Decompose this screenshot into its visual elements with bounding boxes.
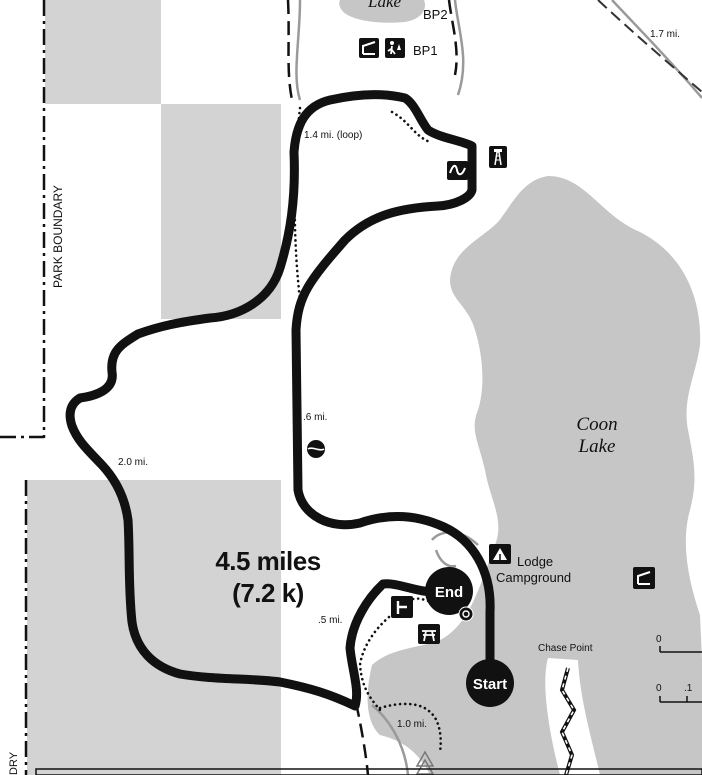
coon-lake: [367, 176, 702, 775]
road-dashed-top-right: [597, 0, 702, 93]
map-frame-bottom: [35, 768, 702, 775]
hiker-icon: [385, 38, 405, 58]
scale-zero-bottom: 0: [656, 683, 662, 694]
parcel-top-left: [45, 0, 161, 104]
coon-lake-line2: Lake: [578, 436, 616, 457]
start-label: Start: [473, 676, 507, 693]
segment-south: .5 mi.: [318, 615, 342, 626]
segment-bottom: 1.0 mi.: [397, 719, 427, 730]
top-lake: [339, 0, 426, 23]
bp1-label: BP1: [413, 43, 438, 58]
boundary-bottom-label: DRY: [8, 751, 20, 775]
lookout-tower-icon: [489, 146, 507, 168]
start-pin[interactable]: [466, 659, 514, 707]
lodge-label: Lodge: [517, 554, 553, 569]
scale-bar: [659, 646, 702, 703]
parcel-bottom-left: [27, 480, 281, 775]
lake-edge-right: [655, 708, 702, 747]
scale-tick: .1: [684, 683, 693, 694]
chase-point-trail-inner: [561, 667, 575, 775]
end-label: End: [435, 584, 463, 601]
segment-west: 2.0 mi.: [118, 457, 148, 468]
campground-icon: [489, 544, 511, 564]
parcel-middle: [161, 104, 281, 319]
segment-loop: 1.4 mi. (loop): [304, 130, 362, 141]
tree-icon: [415, 750, 435, 775]
picnic-icon: [418, 624, 440, 644]
coon-lake-line1: Coon: [576, 414, 617, 435]
park-boundary-label: PARK BOUNDARY: [51, 185, 65, 288]
snowshoe-icon: [307, 440, 325, 458]
campground-label: Campground: [496, 570, 571, 585]
scenic-overlook-icon: [447, 161, 468, 180]
parking-icon: [458, 606, 474, 622]
trail-route: [65, 90, 495, 711]
trailhead-icon: [391, 596, 413, 618]
shelter-icon: [359, 38, 379, 58]
roads: [295, 0, 702, 775]
distance-miles: 4.5 miles: [215, 546, 320, 576]
shelter-icon-east: [633, 567, 655, 589]
chase-point-label: Chase Point: [538, 643, 593, 654]
land-parcels: [27, 0, 281, 775]
segment-top-right: 1.7 mi.: [650, 29, 680, 40]
park-boundary: [0, 0, 46, 775]
bp2-label: BP2: [423, 7, 448, 22]
scale-zero-top: 0: [656, 634, 662, 645]
segment-mid: .6 mi.: [303, 412, 327, 423]
end-pin[interactable]: [425, 567, 473, 615]
distance-km: (7.2 k): [232, 578, 304, 608]
top-lake-label: Lake: [367, 0, 402, 11]
